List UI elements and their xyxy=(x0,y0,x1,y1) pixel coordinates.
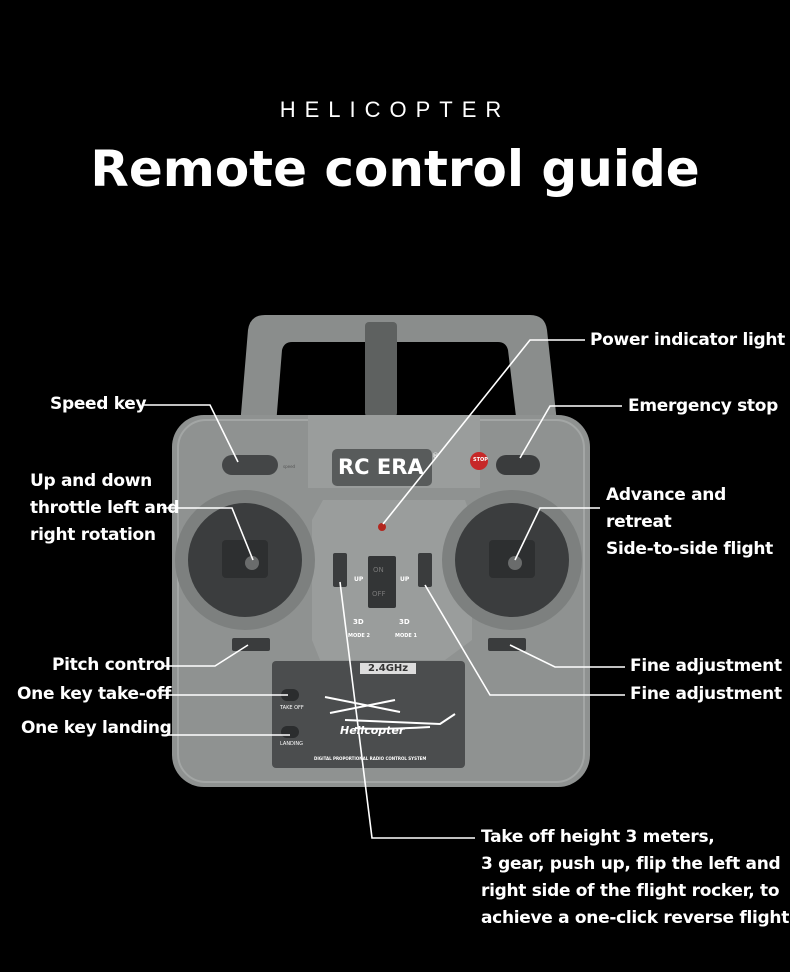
label-left-stick: Up and down throttle left and right rota… xyxy=(30,468,180,549)
brand-plate xyxy=(332,449,432,486)
leader-line-pitch-control xyxy=(162,644,249,667)
label-take-off: One key take-off xyxy=(17,684,172,704)
label-takeoff-height: Take off height 3 meters, 3 gear, push u… xyxy=(481,824,789,932)
up-left: UP xyxy=(354,576,364,583)
power-switch xyxy=(368,556,396,608)
takeoff-height-line: Take off height 3 meters, xyxy=(481,827,715,847)
helicopter-logo xyxy=(324,696,456,730)
pitch-trim xyxy=(232,638,270,651)
left-stick-line: throttle left and xyxy=(30,498,180,518)
right-stick-line: Advance and retreat xyxy=(606,485,726,532)
left-stick-line: right rotation xyxy=(30,525,156,545)
page-title: Remote control guide xyxy=(90,140,700,198)
leader-line-left-stick xyxy=(162,507,254,561)
panel-footer: DIGITAL PROPORTIONAL RADIO CONTROL SYSTE… xyxy=(314,756,427,761)
label-power-light: Power indicator light xyxy=(590,330,786,350)
leader-line-emergency-stop xyxy=(519,405,622,459)
take-off-button xyxy=(281,689,299,701)
stop-label: STOP xyxy=(473,457,488,463)
leader-lines xyxy=(142,339,625,839)
brand-mark: ® xyxy=(432,452,439,460)
takeoff-height-line: right side of the flight rocker, to xyxy=(481,881,780,901)
display-panel xyxy=(272,661,465,768)
leader-line-fine-adjust-1 xyxy=(509,644,625,668)
left-stick-line: Up and down xyxy=(30,471,152,491)
emergency-stop-button xyxy=(496,455,540,475)
leader-line-takeoff-height xyxy=(339,581,475,839)
switch-on: ON xyxy=(373,566,384,574)
mode1-label: MODE 1 xyxy=(395,633,418,639)
frequency-badge: 2.4GHz xyxy=(360,663,417,674)
leader-line-speed-key xyxy=(142,404,239,463)
takeoff-height-line: achieve a one-click reverse flight xyxy=(481,908,790,928)
switch-off: OFF xyxy=(372,590,386,598)
power-led xyxy=(378,523,386,531)
label-pitch-control: Pitch control xyxy=(52,655,171,675)
kicker: HELICOPTER xyxy=(279,97,511,122)
leader-line-power-light xyxy=(382,339,585,525)
right-stick xyxy=(508,556,522,570)
label-landing: One key landing xyxy=(21,718,172,738)
left-stick-gimbal xyxy=(222,540,268,578)
label-right-stick: Advance and retreat Side-to-side flight xyxy=(606,482,790,563)
label-fine-adjust-2: Fine adjustment xyxy=(630,684,782,704)
brand-logo: RC ERA xyxy=(338,455,424,479)
up-right: UP xyxy=(400,576,410,583)
landing-button xyxy=(281,726,299,738)
3d-badge-left: 3D xyxy=(353,618,364,626)
landing-label: LANDING xyxy=(280,741,304,747)
3d-badge-right: 3D xyxy=(399,618,410,626)
take-off-label: TAKE OFF xyxy=(280,705,304,711)
takeoff-height-line: 3 gear, push up, flip the left and xyxy=(481,854,781,874)
helicopter-logo-text: Helicopter xyxy=(340,724,405,737)
trim-right xyxy=(418,553,432,587)
left-stick xyxy=(245,556,259,570)
fine-trim xyxy=(488,638,526,651)
stop-icon xyxy=(470,452,488,470)
leader-line-fine-adjust-2 xyxy=(424,584,625,696)
label-speed-key: Speed key xyxy=(50,394,147,414)
antenna-post xyxy=(365,322,397,417)
speed-key xyxy=(222,455,278,475)
mode2-label: MODE 2 xyxy=(348,633,371,639)
label-fine-adjust-1: Fine adjustment xyxy=(630,656,782,676)
trim-left xyxy=(333,553,347,587)
right-stick-line: Side-to-side flight xyxy=(606,539,773,559)
speed-label: speed xyxy=(283,464,296,469)
label-emergency-stop: Emergency stop xyxy=(628,396,779,416)
leader-line-right-stick xyxy=(514,507,600,561)
